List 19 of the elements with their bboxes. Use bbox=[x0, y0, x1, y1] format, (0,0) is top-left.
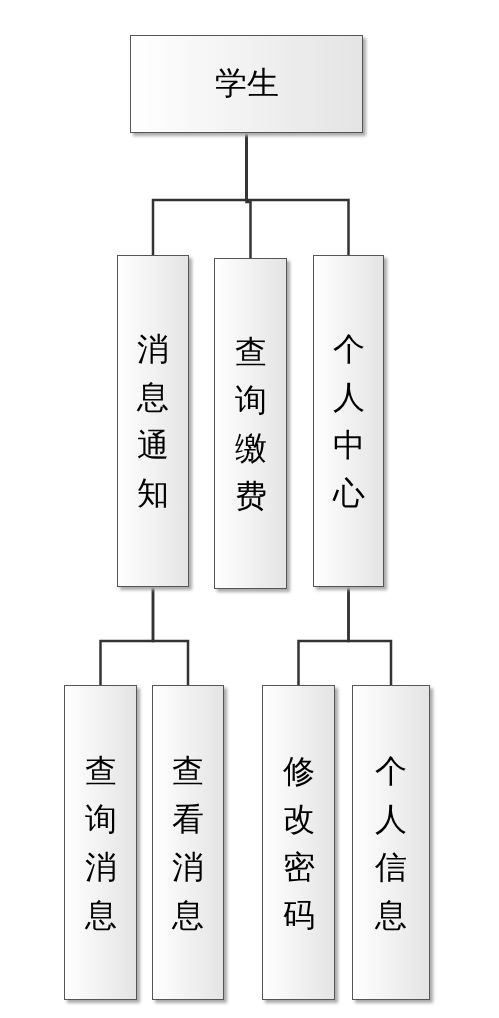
box-label: 修改密码 bbox=[281, 750, 316, 936]
connector-line bbox=[151, 587, 190, 685]
process-box bbox=[130, 35, 363, 133]
box-label: 个人中心 bbox=[331, 329, 366, 514]
box-label: 查询消息 bbox=[83, 750, 118, 936]
process-box bbox=[313, 255, 384, 587]
process-box bbox=[152, 685, 224, 1000]
box-label: 消息通知 bbox=[136, 329, 170, 514]
box-label: 查看消息 bbox=[171, 750, 205, 936]
process-box bbox=[262, 685, 335, 1000]
box-label: 个人信息 bbox=[374, 750, 408, 936]
process-box bbox=[352, 685, 430, 1000]
process-box bbox=[64, 685, 137, 1000]
process-box bbox=[214, 258, 287, 589]
process-box bbox=[117, 255, 189, 587]
box-label: 学生 bbox=[214, 63, 279, 104]
connector-line bbox=[347, 587, 393, 685]
connector-line bbox=[245, 133, 350, 255]
box-label: 查询缴费 bbox=[233, 331, 268, 517]
